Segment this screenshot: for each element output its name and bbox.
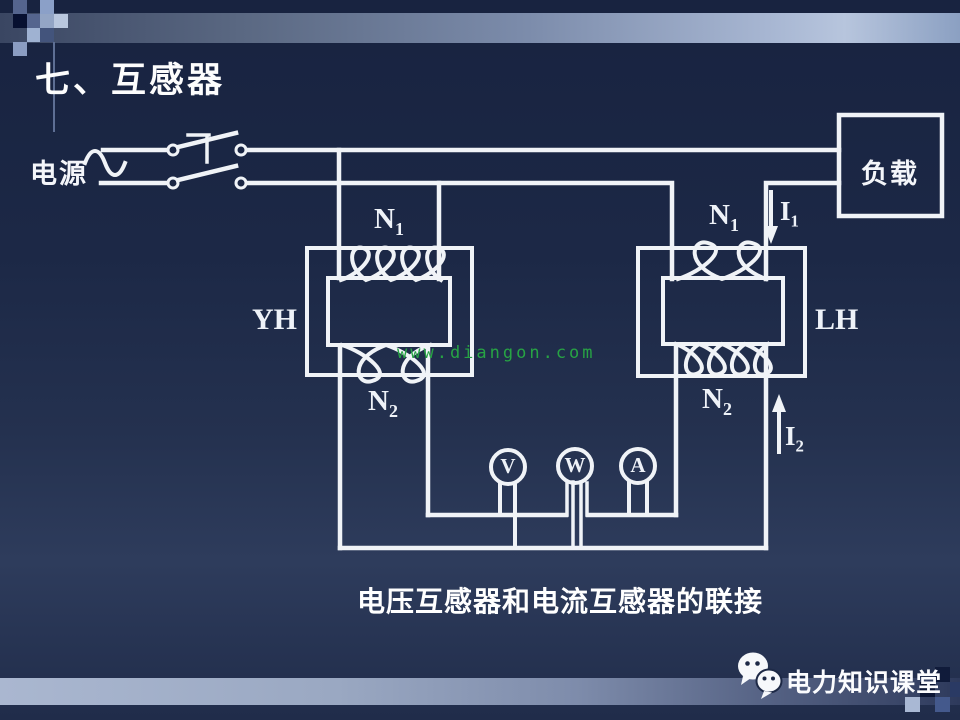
wattmeter-letter: W	[564, 453, 586, 477]
vt-primary-turns-label: N1	[374, 203, 404, 239]
wechat-icon	[738, 652, 783, 699]
voltmeter-letter: V	[500, 454, 516, 478]
top-gradient-bar	[0, 13, 960, 43]
vt-secondary-coil	[339, 342, 433, 384]
vt-secondary-leads	[337, 344, 431, 551]
ct-to-load-wire	[763, 180, 842, 282]
ct-primary-turns-label: N1	[709, 199, 739, 235]
ac-source-icon	[82, 149, 128, 177]
i2-arrow	[772, 394, 786, 454]
ct-secondary-turns-label: N2	[702, 383, 732, 419]
i1-label: I1	[780, 196, 799, 231]
bottom-gradient-bar	[0, 678, 960, 705]
voltmeter-symbol	[489, 448, 527, 550]
load-box	[836, 112, 945, 219]
ct-secondary-leads	[673, 343, 769, 551]
vt-secondary-turns-label: N2	[368, 385, 398, 421]
diagram-caption: 电压互感器和电流互感器的联接	[356, 585, 763, 618]
wattmeter-symbol	[556, 447, 594, 550]
ct-primary-coil	[675, 240, 769, 282]
ammeter-symbol	[619, 447, 657, 517]
i1-arrow	[764, 190, 778, 244]
footer-channel-name: 电力知识课堂	[786, 668, 943, 697]
ct-label: LH	[815, 303, 859, 336]
load-label: 负载	[861, 159, 919, 190]
ct-core-boxes	[636, 246, 807, 378]
watermark: www.diangon.com	[397, 343, 596, 363]
vt-primary-coil	[338, 245, 446, 283]
i2-label: I2	[785, 421, 804, 456]
switch-top-pole	[100, 130, 842, 164]
ammeter-letter: A	[630, 453, 646, 477]
slide-title: 七、互感器	[35, 61, 226, 101]
source-label: 电源	[30, 159, 88, 190]
vt-label: YH	[252, 303, 297, 336]
ct-secondary-coil	[673, 341, 773, 377]
